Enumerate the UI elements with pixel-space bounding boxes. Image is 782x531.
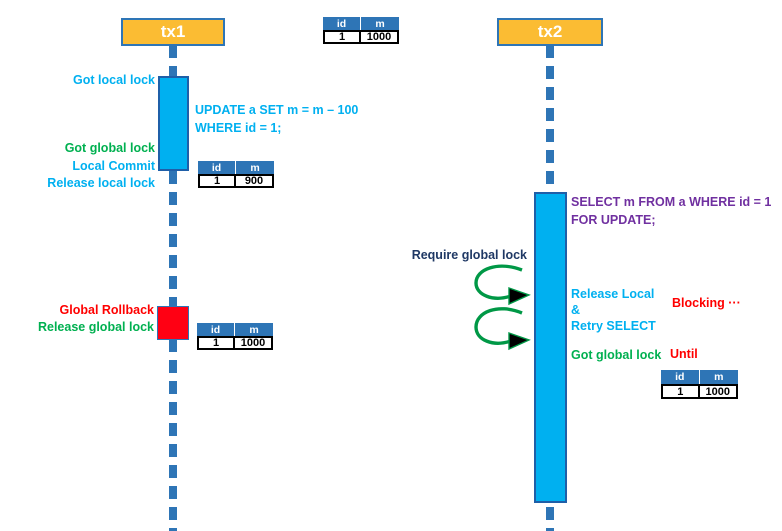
table-cell: 1000 (699, 384, 738, 399)
table-header-cell: id (198, 161, 236, 174)
table-header-row: id m (661, 370, 738, 384)
tx2-sql-line2: FOR UPDATE; (571, 213, 656, 227)
tx2-and-label: & (571, 303, 581, 317)
tx1-got-local-lock-label: Got local lock (73, 73, 155, 87)
tx1-lifeline (169, 45, 177, 531)
table-cell: 1000 (361, 30, 399, 44)
table-after-rollback: id m 1 1000 (197, 323, 273, 350)
table-header-cell: m (236, 161, 274, 174)
tx1-got-global-lock-label: Got global lock (64, 141, 155, 155)
table-data-row: 1 1000 (323, 30, 399, 44)
table-data-row: 1 900 (198, 174, 274, 188)
tx1-release-local-lock-label: Release local lock (47, 176, 155, 190)
table-initial-state: id m 1 1000 (323, 17, 399, 44)
table-header-cell: m (235, 323, 273, 336)
table-header-cell: id (197, 323, 235, 336)
tx1-header-box: tx1 (121, 18, 225, 46)
tx1-local-commit-label: Local Commit (72, 159, 155, 173)
tx2-activation-bar (534, 192, 567, 503)
table-cell: 1 (198, 174, 236, 188)
global-rollback-box (157, 306, 189, 340)
tx2-got-global-lock-label: Got global lock (571, 348, 662, 362)
tx1-sql-line2: WHERE id = 1; (195, 121, 282, 135)
table-cell: 1000 (235, 336, 273, 350)
retry-loop-arrow-icon (474, 264, 531, 306)
table-cell: 1 (661, 384, 700, 399)
table-header-cell: m (361, 17, 399, 30)
tx2-until-label: Until (670, 347, 698, 361)
tx2-release-local-label: Release Local (571, 287, 655, 301)
table-header-row: id m (197, 323, 273, 336)
table-header-cell: id (661, 370, 700, 384)
table-header-row: id m (198, 161, 274, 174)
table-cell: 1 (197, 336, 235, 350)
tx2-blocking-label: Blocking ··· (672, 296, 741, 310)
table-header-row: id m (323, 17, 399, 30)
table-cell: 900 (236, 174, 274, 188)
tx1-release-global-lock-label: Release global lock (37, 320, 154, 334)
tx2-sql-statement: SELECT m FROM a WHERE id = 1 FOR UPDATE; (571, 193, 771, 229)
tx2-header-box: tx2 (497, 18, 603, 46)
table-header-cell: m (699, 370, 738, 384)
tx2-sql-line1: SELECT m FROM a WHERE id = 1 (571, 195, 772, 209)
tx2-require-global-lock-label: Require global lock (411, 248, 527, 262)
table-after-local-commit: id m 1 900 (198, 161, 274, 188)
tx2-retry-select-label: Retry SELECT (571, 319, 656, 333)
tx1-sql-statement: UPDATE a SET m = m – 100 WHERE id = 1; (195, 101, 358, 137)
tx1-activation-bar (158, 76, 189, 171)
tx2-title: tx2 (537, 22, 563, 41)
tx1-sql-line1: UPDATE a SET m = m – 100 (195, 103, 359, 117)
table-cell: 1 (323, 30, 361, 44)
table-header-cell: id (323, 17, 361, 30)
table-data-row: 1 1000 (661, 384, 738, 399)
table-tx2-read-result: id m 1 1000 (661, 370, 738, 399)
table-data-row: 1 1000 (197, 336, 273, 350)
tx1-global-rollback-label: Global Rollback (59, 303, 154, 317)
retry-loop-arrow-icon (474, 307, 531, 351)
tx1-title: tx1 (160, 22, 186, 41)
tx2-release-retry-block: Release Local & Retry SELECT (571, 286, 656, 334)
